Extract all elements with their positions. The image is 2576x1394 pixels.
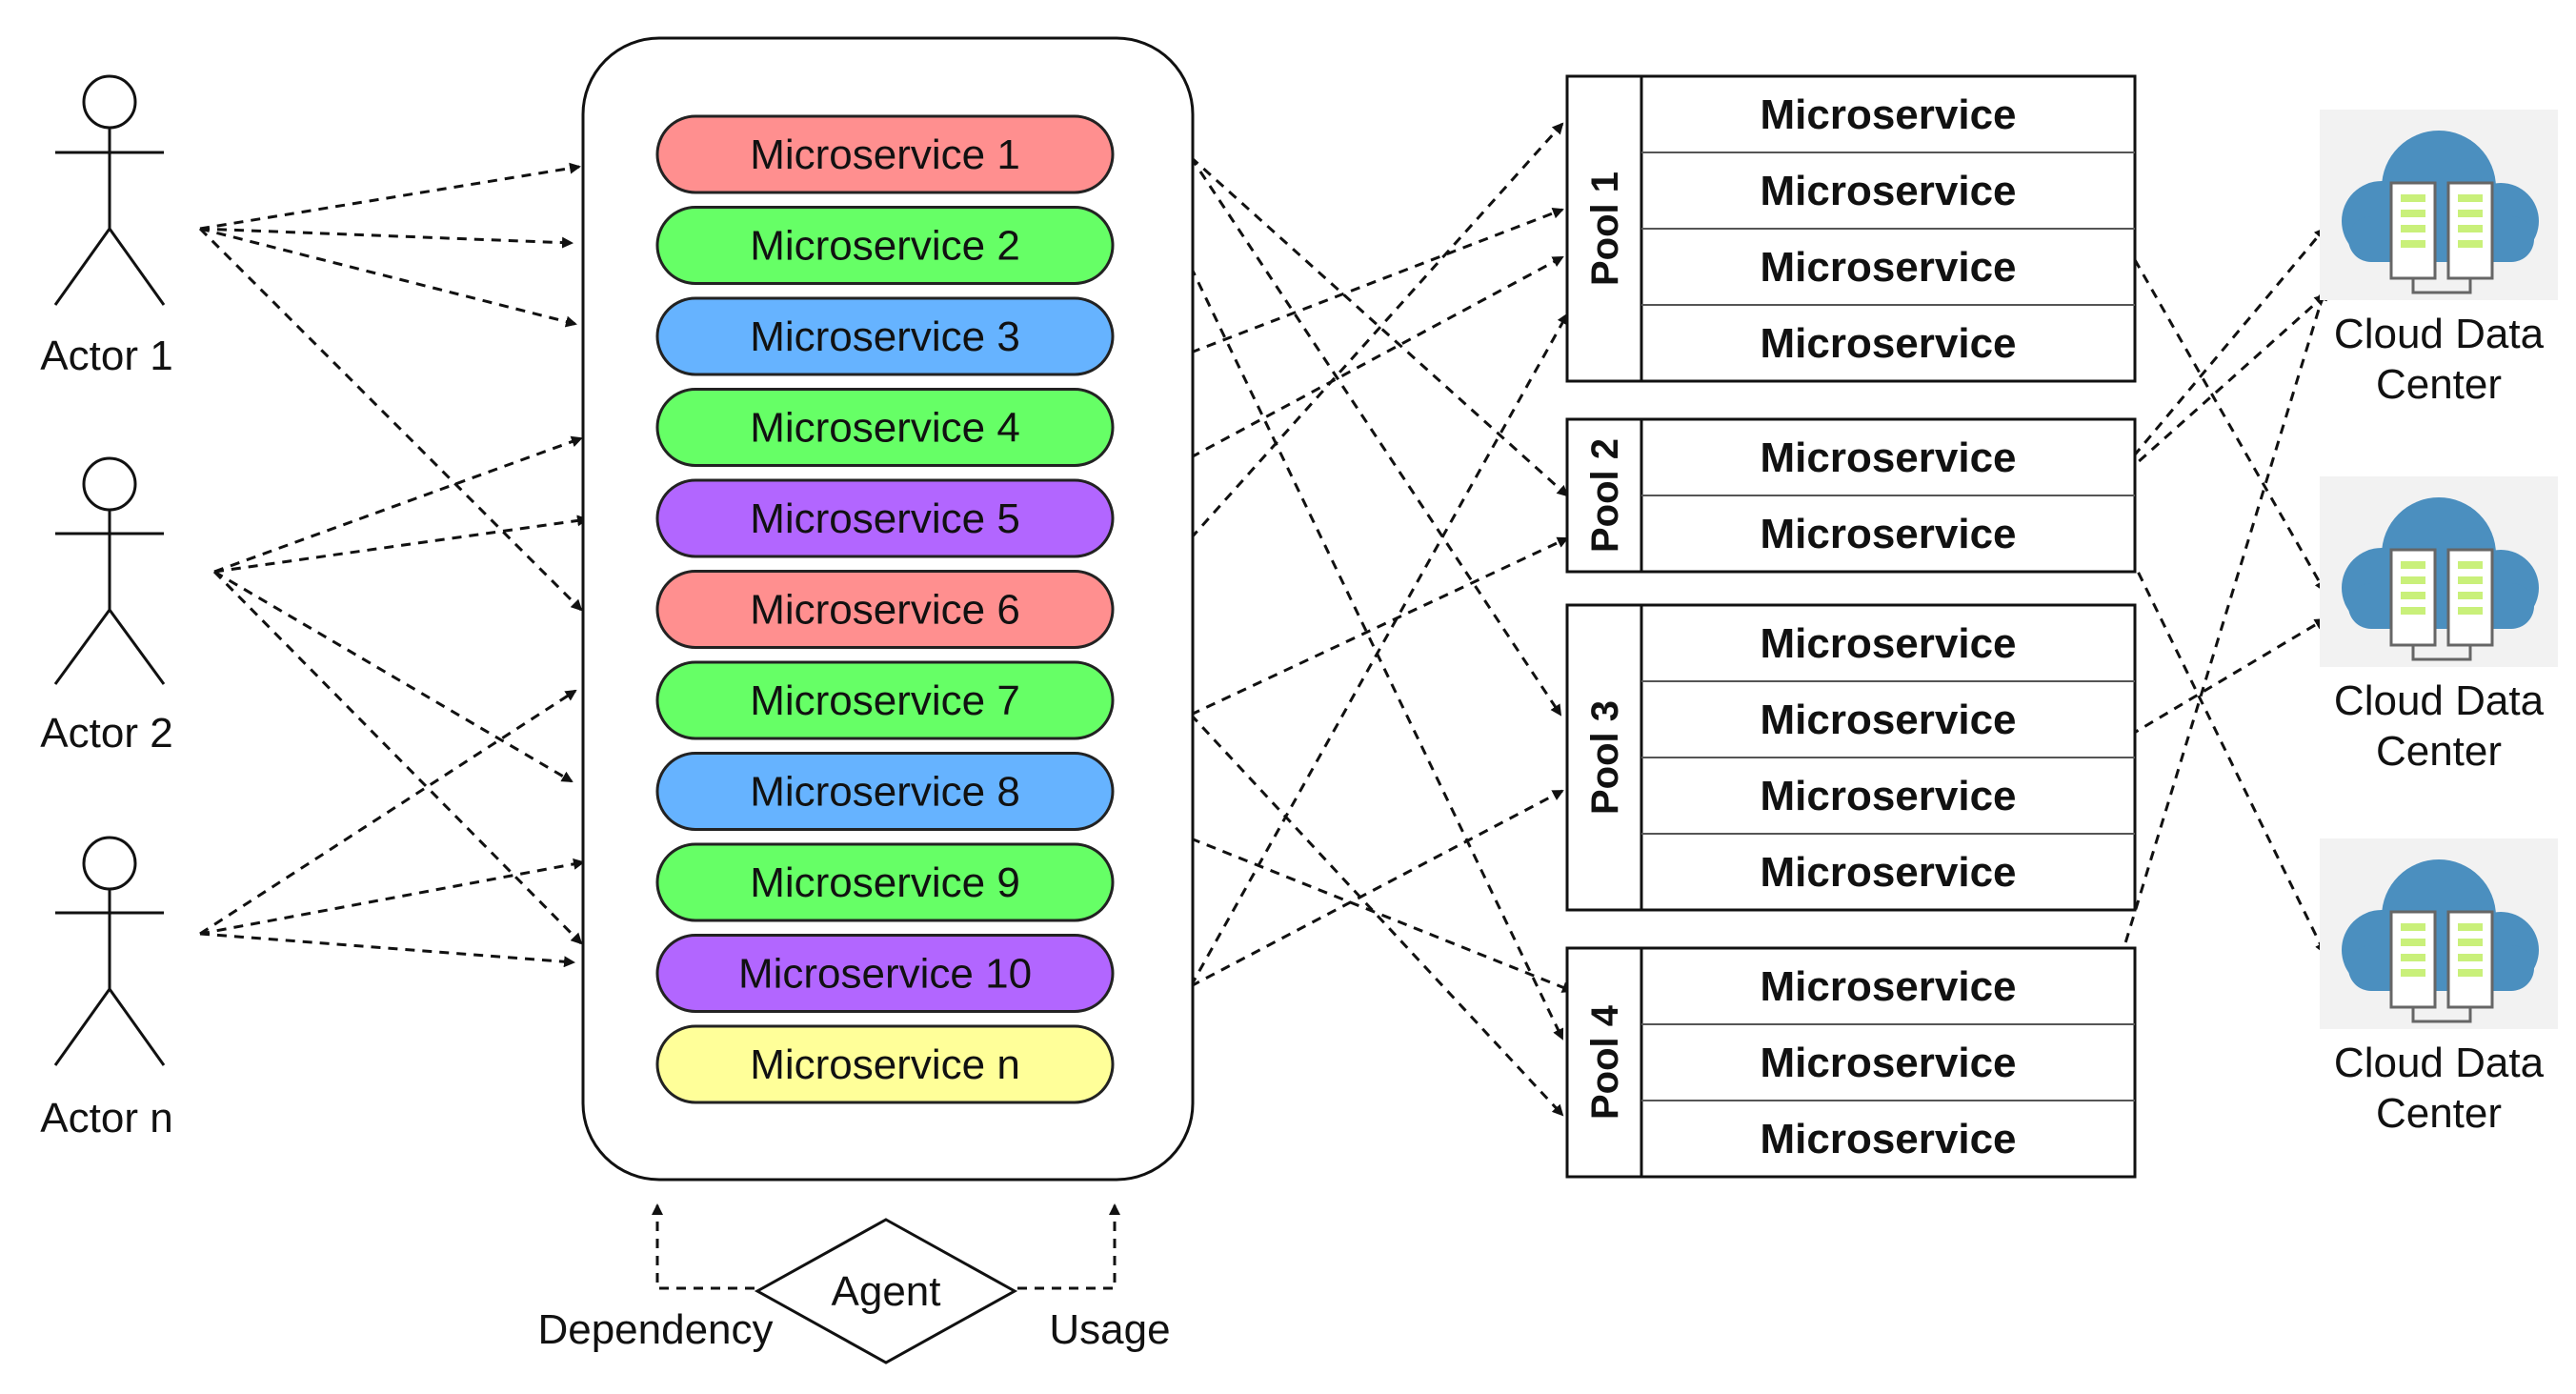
- actor-n-label: Actor n: [40, 1095, 172, 1141]
- pool-list: Pool 1MicroserviceMicroserviceMicroservi…: [1565, 74, 2137, 1179]
- cloud-label-line1: Cloud Data: [2334, 1040, 2545, 1086]
- pool-cell-label: Microservice: [1760, 434, 2016, 481]
- microservice-9: Microservice 9: [655, 842, 1115, 922]
- microservice-10: Microservice 10: [655, 934, 1115, 1013]
- microservice-label: Microservice 3: [750, 313, 1020, 360]
- microservice-pill: [655, 934, 1115, 1013]
- microservice-list: Microservice 1 Microservice 2 Microservice…: [655, 114, 1115, 1104]
- microservice-label: Microservice 2: [750, 223, 1020, 270]
- microservice-6: Microservice 6: [655, 570, 1115, 649]
- pool-cell-label: Microservice: [1760, 849, 2016, 896]
- cloud-server-icon: [2342, 497, 2539, 661]
- agent-diamond: [754, 1218, 1018, 1364]
- microservice-pill: [655, 114, 1115, 194]
- microservice-pill: [655, 206, 1115, 285]
- pool-cell-label: Microservice: [1760, 697, 2016, 743]
- cloud-label-line1: Cloud Data: [2334, 677, 2545, 724]
- actor-n: [53, 836, 166, 1066]
- pool-3: Pool 3MicroserviceMicroserviceMicroservi…: [1565, 603, 2137, 912]
- microservice-8: Microservice 8: [655, 752, 1115, 831]
- microservice-pool-arrows: [1189, 122, 1574, 1117]
- cloud-server-icon: [2342, 859, 2539, 1023]
- pool-title: Pool 1: [1584, 172, 1626, 286]
- cloud-label-line2: Center: [2376, 1090, 2502, 1137]
- dependency-label: Dependency: [537, 1306, 773, 1353]
- cloud-server-icon: [2342, 131, 2539, 294]
- microservice-pill: [655, 296, 1115, 376]
- pool-cell-label: Microservice: [1760, 1116, 2016, 1162]
- microservice-3: Microservice 3: [655, 296, 1115, 376]
- microservice-pill: [655, 388, 1115, 467]
- microservice-pill: [655, 478, 1115, 558]
- microservice-label: Microservice n: [750, 1041, 1020, 1088]
- microservice-4: Microservice 4: [655, 388, 1115, 467]
- microservice-5: Microservice 5: [655, 478, 1115, 558]
- pool-cell-label: Microservice: [1760, 1040, 2016, 1086]
- microservice-pill: [655, 660, 1115, 740]
- pool-cell-label: Microservice: [1760, 320, 2016, 367]
- pool-cell-label: Microservice: [1760, 91, 2016, 138]
- pool-1: Pool 1MicroserviceMicroserviceMicroservi…: [1565, 74, 2137, 383]
- pool-cell-label: Microservice: [1760, 244, 2016, 291]
- actor-1-label: Actor 1: [40, 333, 172, 379]
- pool-title: Pool 3: [1584, 700, 1626, 815]
- microservice-1: Microservice 1: [655, 114, 1115, 194]
- microservice-label: Microservice 5: [750, 495, 1020, 542]
- microservice-label: Microservice 10: [738, 951, 1032, 998]
- microservice-11: Microservice n: [655, 1024, 1115, 1104]
- microservice-label: Microservice 7: [750, 677, 1020, 724]
- pool-4: Pool 4MicroserviceMicroserviceMicroservi…: [1565, 946, 2137, 1179]
- actor-2: [53, 456, 166, 685]
- pool-title: Pool 2: [1584, 438, 1626, 553]
- cloud-label-line2: Center: [2376, 728, 2502, 775]
- pool-cell-label: Microservice: [1760, 168, 2016, 214]
- agent-label: Agent: [832, 1268, 941, 1315]
- actor-1: [53, 74, 166, 306]
- microservice-label: Microservice 4: [750, 405, 1020, 452]
- cloud-label-line2: Center: [2376, 361, 2502, 408]
- microservice-label: Microservice 1: [750, 131, 1020, 178]
- microservice-pill: [655, 842, 1115, 922]
- usage-label: Usage: [1049, 1306, 1170, 1353]
- actor-2-label: Actor 2: [40, 710, 172, 757]
- microservice-2: Microservice 2: [655, 206, 1115, 285]
- microservice-label: Microservice 6: [750, 587, 1020, 634]
- microservice-label: Microservice 9: [750, 859, 1020, 906]
- pool-cloud-arrows: [2099, 199, 2327, 1025]
- microservice-pill: [655, 570, 1115, 649]
- pool-title: Pool 4: [1584, 1004, 1626, 1120]
- pool-frame: [1565, 946, 2137, 1179]
- pool-cell-label: Microservice: [1760, 963, 2016, 1010]
- microservice-pill: [655, 1024, 1115, 1104]
- pool-cell-label: Microservice: [1760, 773, 2016, 819]
- microservice-pill: [655, 752, 1115, 831]
- actor-arrows: [198, 162, 589, 968]
- cloud-label-line1: Cloud Data: [2334, 311, 2545, 357]
- microservice-label: Microservice 8: [750, 769, 1020, 816]
- pool-cell-label: Microservice: [1760, 620, 2016, 667]
- microservice-7: Microservice 7: [655, 660, 1115, 740]
- pool-cell-label: Microservice: [1760, 511, 2016, 557]
- actor-head: [82, 74, 137, 130]
